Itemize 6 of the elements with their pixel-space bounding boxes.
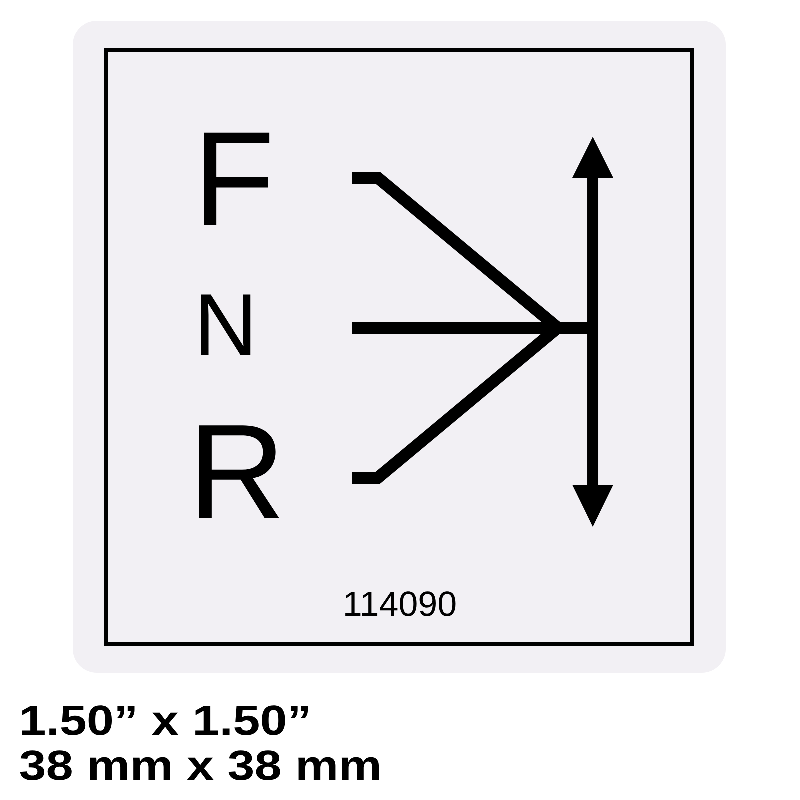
- dimension-text: 38 mm x 38 mm: [20, 750, 379, 780]
- gear-letter: N: [201, 294, 251, 356]
- gear-letter: R: [199, 426, 280, 518]
- gear-letter: F: [204, 132, 270, 226]
- part-number: 114090: [346, 592, 456, 616]
- dimension-text: 1.50” x 1.50”: [22, 706, 308, 736]
